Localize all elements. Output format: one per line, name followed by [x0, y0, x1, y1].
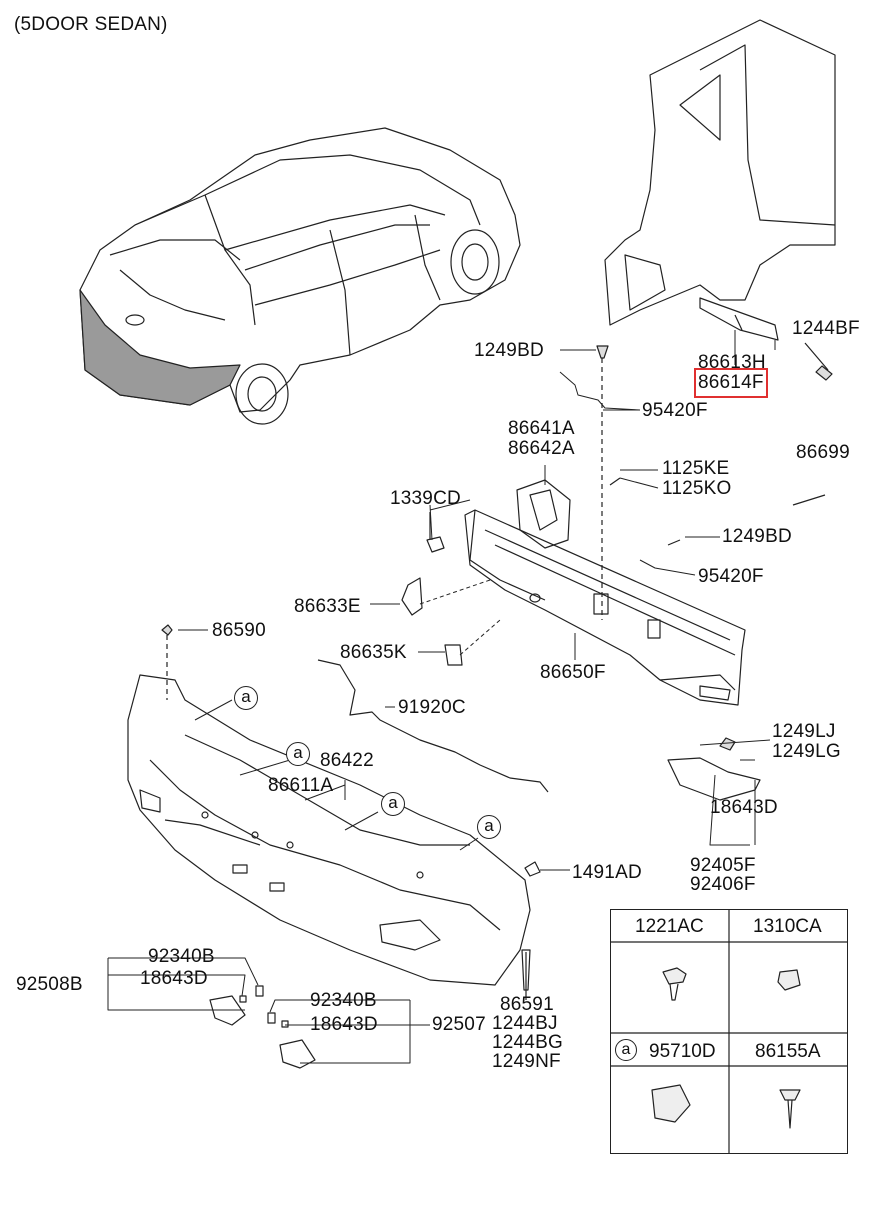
bumper-beam	[464, 509, 746, 706]
part-label-91920C: 91920C	[398, 697, 466, 718]
nut-1339CD	[426, 536, 445, 553]
part-label-86641A: 86641A	[508, 418, 575, 439]
part-label-92340B-a: 92340B	[148, 946, 215, 967]
part-label-92406F: 92406F	[690, 874, 756, 895]
part-label-18643D-b: 18643D	[310, 1014, 378, 1035]
car-illustration	[79, 127, 521, 425]
leader-lines	[107, 330, 776, 1064]
part-label-1244BJ: 1244BJ	[492, 1013, 558, 1034]
part-label-18643D-a: 18643D	[140, 968, 208, 989]
part-label-86650F: 86650F	[540, 662, 606, 683]
part-label-86422: 86422	[320, 750, 374, 771]
bumper-cover	[127, 674, 531, 986]
part-label-1339CD: 1339CD	[390, 488, 461, 509]
legend-header-1221AC: 1221AC	[635, 916, 704, 937]
quarter-panel-illustration	[604, 19, 836, 381]
part-label-1249BD-top: 1249BD	[474, 340, 544, 361]
part-label-1249LG: 1249LG	[772, 741, 841, 762]
fastener-legend: 1221AC 1310CA a 95710D 86155A	[609, 908, 848, 1154]
part-label-95420F-top: 95420F	[642, 400, 708, 421]
diagram-title: (5DOOR SEDAN)	[14, 14, 168, 35]
part-label-86699: 86699	[796, 442, 850, 463]
part-label-86642A: 86642A	[508, 438, 575, 459]
part-label-1249BD-mid: 1249BD	[722, 526, 792, 547]
reflector	[667, 757, 761, 801]
part-label-86611A: 86611A	[268, 775, 334, 796]
clip-86635K	[444, 644, 463, 666]
callout-a: a	[477, 815, 501, 839]
wiring-harness	[317, 659, 549, 793]
part-label-86633E: 86633E	[294, 596, 361, 617]
legend-icons	[651, 967, 801, 1129]
part-label-1244BF: 1244BF	[792, 318, 860, 339]
legend-header-86155A: 86155A	[755, 1041, 821, 1062]
callout-a: a	[234, 686, 258, 710]
callout-a: a	[286, 742, 310, 766]
part-label-1249LJ: 1249LJ	[772, 721, 836, 742]
part-label-1249NF: 1249NF	[492, 1051, 561, 1072]
bracket-86641A	[516, 479, 571, 549]
sensor-92508B	[209, 995, 246, 1026]
part-label-86590: 86590	[212, 620, 266, 641]
part-label-18643D-right: 18643D	[710, 797, 778, 818]
part-label-92340B-b: 92340B	[310, 990, 377, 1011]
legend-callout-a: a	[615, 1039, 637, 1061]
part-label-95420F-mid: 95420F	[698, 566, 764, 587]
part-label-1125KE: 1125KE	[662, 458, 730, 479]
legend-grid	[609, 908, 848, 1154]
part-label-86614F-highlighted[interactable]: 86614F	[694, 368, 768, 398]
part-label-1125KO: 1125KO	[662, 478, 732, 499]
part-label-92507: 92507	[432, 1014, 486, 1035]
part-label-92405F: 92405F	[690, 855, 756, 876]
part-label-92508B: 92508B	[16, 974, 83, 995]
legend-header-95710D: 95710D	[649, 1041, 716, 1062]
part-label-86591: 86591	[500, 994, 554, 1015]
part-label-86635K: 86635K	[340, 642, 407, 663]
sensor-92507	[279, 1039, 316, 1069]
part-label-86613H: 86613H	[698, 352, 766, 373]
part-label-1491AD: 1491AD	[572, 862, 642, 883]
legend-header-1310CA: 1310CA	[753, 916, 822, 937]
clip-86633E	[401, 577, 423, 616]
part-label-1244BG: 1244BG	[492, 1032, 563, 1053]
callout-a: a	[381, 792, 405, 816]
